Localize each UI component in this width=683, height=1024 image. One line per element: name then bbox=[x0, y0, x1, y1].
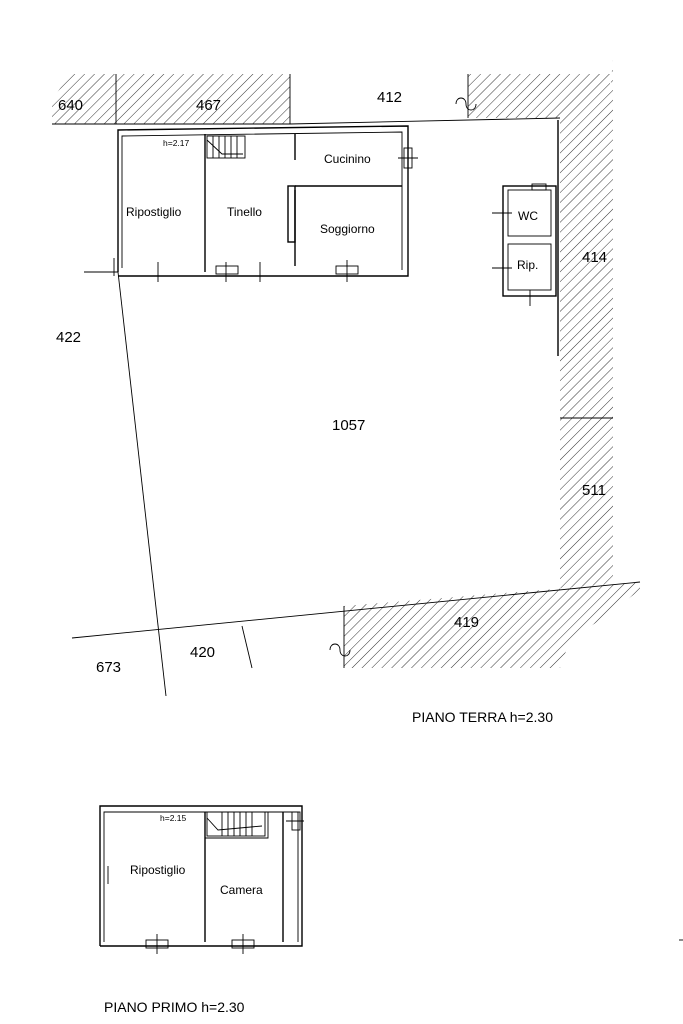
wc-fixtures bbox=[492, 183, 547, 306]
lot-divider-420 bbox=[241, 625, 253, 669]
label-673: 673 bbox=[96, 659, 121, 676]
label-412: 412 bbox=[377, 89, 402, 106]
room-ripostiglio-first: Ripostiglio bbox=[130, 863, 186, 877]
label-422: 422 bbox=[56, 329, 81, 346]
label-467: 467 bbox=[196, 97, 221, 114]
lot-line-left bbox=[117, 271, 167, 697]
stair-treads bbox=[206, 136, 243, 158]
window-markers-ground bbox=[113, 147, 418, 282]
property-line-symbol bbox=[455, 97, 477, 111]
house-inner-wall bbox=[121, 131, 403, 270]
room-cucinino: Cucinino bbox=[324, 152, 371, 166]
hatched-area-top-right bbox=[468, 74, 610, 118]
first-floor-stair-wall bbox=[205, 812, 269, 839]
room-camera: Camera bbox=[220, 883, 263, 897]
staircase-first-floor bbox=[206, 811, 266, 837]
rip-room-inner bbox=[507, 243, 552, 291]
height-note-first: h=2.15 bbox=[160, 813, 187, 823]
hatched-area-414-511 bbox=[560, 60, 613, 588]
lot-line-bottom bbox=[71, 581, 641, 639]
stair-treads-first-floor bbox=[206, 812, 263, 836]
first-floor-inner-wall bbox=[103, 811, 299, 942]
window-markers-first-floor bbox=[107, 811, 304, 954]
staircase bbox=[206, 135, 246, 159]
title-ground-floor: PIANO TERRA h=2.30 bbox=[412, 709, 553, 725]
label-419: 419 bbox=[454, 614, 479, 631]
room-wc: WC bbox=[518, 209, 538, 223]
label-640: 640 bbox=[58, 97, 83, 114]
label-420: 420 bbox=[190, 644, 215, 661]
hatched-area-640-467 bbox=[52, 74, 290, 124]
label-511: 511 bbox=[582, 482, 606, 499]
room-tinello: Tinello bbox=[227, 205, 262, 219]
height-note-ground: h=2.17 bbox=[163, 138, 190, 148]
room-ripostiglio-ground: Ripostiglio bbox=[126, 205, 182, 219]
wall-soggiorno-stub bbox=[287, 185, 296, 243]
lot-line-top bbox=[289, 117, 561, 125]
first-floor-outer-wall bbox=[99, 805, 303, 947]
hatched-area-419 bbox=[344, 582, 640, 668]
property-line-symbol bbox=[329, 643, 351, 657]
label-1057: 1057 bbox=[332, 417, 365, 434]
wc-block-outer bbox=[502, 185, 557, 297]
room-soggiorno: Soggiorno bbox=[320, 222, 375, 236]
house-outer-wall bbox=[117, 125, 409, 277]
room-rip: Rip. bbox=[517, 258, 538, 272]
label-414: 414 bbox=[582, 249, 607, 266]
title-first-floor: PIANO PRIMO h=2.30 bbox=[104, 999, 245, 1015]
